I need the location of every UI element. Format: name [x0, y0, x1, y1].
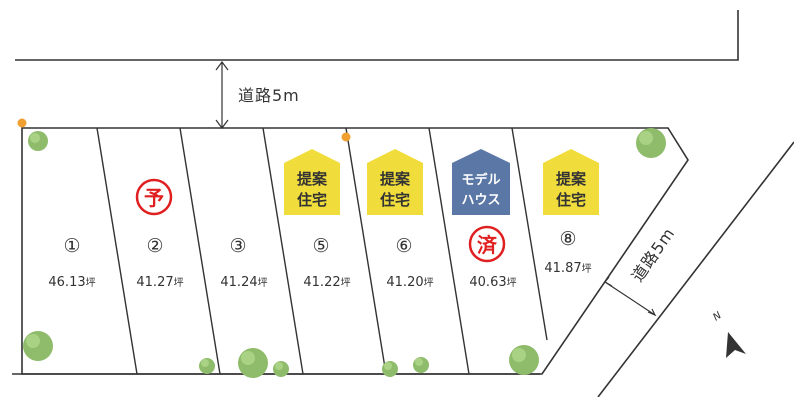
lot-number: ⑧ [559, 228, 576, 250]
lot-number: ⑤ [312, 235, 329, 257]
lot-7: モデル ハウス 済 40.63坪 [452, 149, 517, 290]
proposal-house-badge [543, 149, 599, 215]
north-label: N [711, 310, 724, 324]
north-arrow-icon: N [711, 310, 746, 358]
lot-area: 46.13坪 [48, 275, 95, 290]
lot-area: 40.63坪 [469, 275, 516, 290]
lot-area: 41.27坪 [136, 275, 183, 290]
tree-icon [509, 345, 539, 375]
lot-area: 41.24坪 [220, 275, 267, 290]
svg-text:住宅: 住宅 [556, 191, 586, 209]
tree-icon [238, 348, 268, 378]
corner-marker [17, 118, 27, 128]
reserved-stamp [135, 178, 173, 216]
proposal-house-badge [367, 149, 423, 215]
lot-1: ① 46.13坪 [48, 235, 95, 290]
corner-marker [341, 132, 351, 142]
diagonal-road-far-edge [597, 141, 794, 397]
trees [23, 128, 666, 378]
lot-3: ③ 41.24坪 [220, 235, 267, 290]
lot-number: ⑥ [395, 235, 412, 257]
lot-dividers [96, 127, 548, 375]
lot-number: ② [146, 235, 163, 257]
tree-icon [23, 331, 53, 361]
model-house-badge [452, 149, 510, 215]
svg-text:住宅: 住宅 [380, 191, 410, 209]
diagonal-road-dimension [604, 276, 657, 317]
tree-icon [199, 358, 215, 374]
lot-8: 提案 住宅 ⑧ 41.87坪 [543, 149, 599, 276]
svg-text:住宅: 住宅 [297, 191, 327, 209]
top-road-dimension [215, 61, 229, 129]
svg-text:提案: 提案 [297, 170, 328, 188]
diagonal-road-label: 道路5m [628, 224, 679, 286]
lot-area: 41.20坪 [386, 275, 433, 290]
lots-outline [21, 127, 689, 375]
reserved-stamp-text: 予 [144, 186, 164, 210]
sold-stamp-text: 済 [477, 233, 498, 257]
tree-icon [28, 131, 48, 151]
tree-icon [382, 361, 398, 377]
svg-text:提案: 提案 [556, 170, 587, 188]
tree-icon [273, 361, 289, 377]
lot-number: ① [63, 235, 80, 257]
lot-area: 41.87坪 [544, 261, 591, 276]
sold-stamp [468, 225, 506, 263]
top-road-label: 道路5m [238, 86, 300, 105]
lot-5: 提案 住宅 ⑤ 41.22坪 [284, 149, 351, 290]
road-far-edge [15, 10, 739, 61]
lot-6: 提案 住宅 ⑥ 41.20坪 [367, 149, 434, 290]
lot-area: 41.22坪 [303, 275, 350, 290]
svg-text:モデル: モデル [461, 172, 500, 188]
svg-text:ハウス: ハウス [461, 193, 500, 208]
lot-2: 予 ② 41.27坪 [135, 178, 184, 290]
tree-icon [413, 357, 429, 373]
tree-icon [636, 128, 666, 158]
svg-text:提案: 提案 [380, 170, 411, 188]
proposal-house-badge [284, 149, 340, 215]
lot-number: ③ [229, 235, 246, 257]
